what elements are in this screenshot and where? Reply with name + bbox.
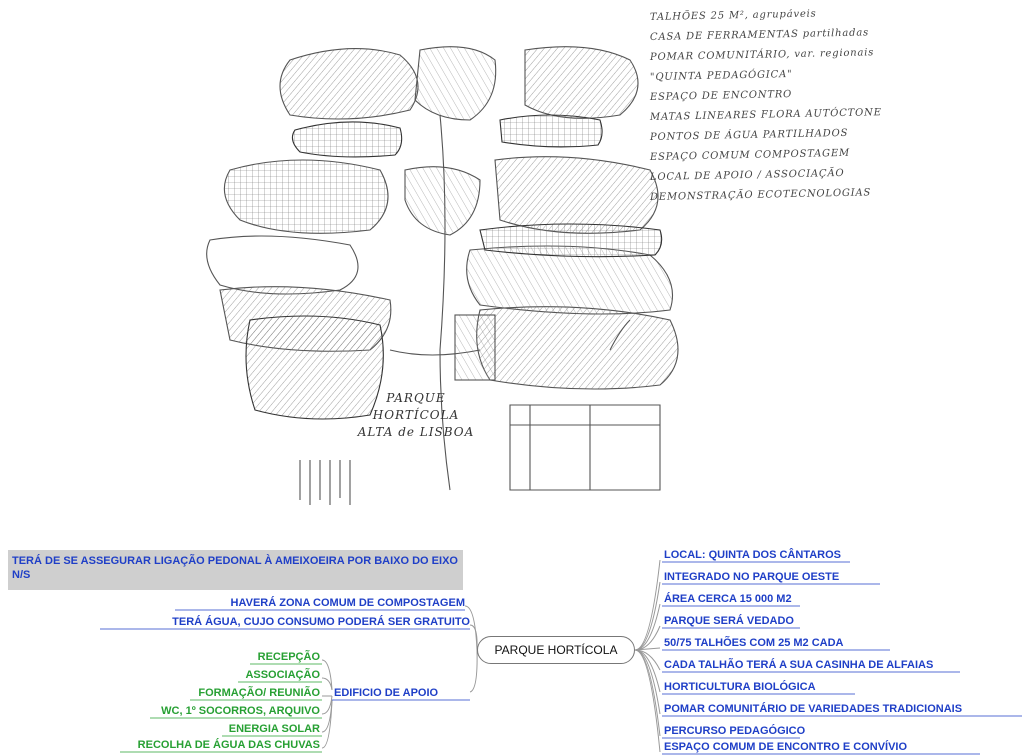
center-topic: PARQUE HORTÍCOLA bbox=[477, 636, 635, 664]
site-sketch bbox=[150, 20, 710, 525]
support-child: RECEPÇÃO bbox=[200, 650, 320, 664]
branch-location: LOCAL: QUINTA DOS CÂNTAROS bbox=[664, 548, 841, 562]
note-pedestrian-link: TERÁ DE SE ASSEGURAR LIGAÇÃO PEDONAL À A… bbox=[8, 550, 463, 590]
branch-orchard: POMAR COMUNITÁRIO DE VARIEDADES TRADICIO… bbox=[664, 702, 1022, 716]
branch-plots: 50/75 TALHÕES COM 25 M2 CADA bbox=[664, 636, 844, 650]
branch-path: PERCURSO PEDAGÓGICO bbox=[664, 724, 805, 738]
branch-meeting: ESPAÇO COMUM DE ENCONTRO E CONVÍVIO bbox=[664, 740, 907, 754]
branch-support-building: EDIFICIO DE APOIO bbox=[334, 686, 470, 700]
branch-organic: HORTICULTURA BIOLÓGICA bbox=[664, 680, 816, 694]
support-child: FORMAÇÃO/ REUNIÃO bbox=[190, 686, 320, 700]
park-sign: PARQUE HORTÍCOLA ALTA de LISBOA bbox=[346, 390, 486, 434]
sign-line: PARQUE HORTÍCOLA bbox=[346, 390, 486, 424]
support-child: WC, 1º SOCORROS, ARQUIVO bbox=[150, 704, 320, 718]
branch-fenced: PARQUE SERÁ VEDADO bbox=[664, 614, 794, 628]
support-child: ASSOCIAÇÃO bbox=[200, 668, 320, 682]
support-child: RECOLHA DE ÁGUA DAS CHUVAS bbox=[110, 738, 320, 752]
branch-water: TERÁ ÁGUA, CUJO CONSUMO PODERÁ SER GRATU… bbox=[100, 615, 470, 629]
support-child: ENERGIA SOLAR bbox=[200, 722, 320, 736]
sketch-notes: TALHÕES 25 M², agrupáveis CASA DE FERRAM… bbox=[650, 8, 1020, 208]
branch-area: ÁREA CERCA 15 000 M2 bbox=[664, 592, 792, 606]
branch-integrated: INTEGRADO NO PARQUE OESTE bbox=[664, 570, 839, 584]
sign-line: ALTA de LISBOA bbox=[346, 424, 486, 441]
branch-shed: CADA TALHÃO TERÁ A SUA CASINHA DE ALFAIA… bbox=[664, 658, 960, 672]
branch-compost: HAVERÁ ZONA COMUM DE COMPOSTAGEM bbox=[175, 596, 465, 610]
mind-map: TERÁ DE SE ASSEGURAR LIGAÇÃO PEDONAL À A… bbox=[0, 540, 1027, 756]
